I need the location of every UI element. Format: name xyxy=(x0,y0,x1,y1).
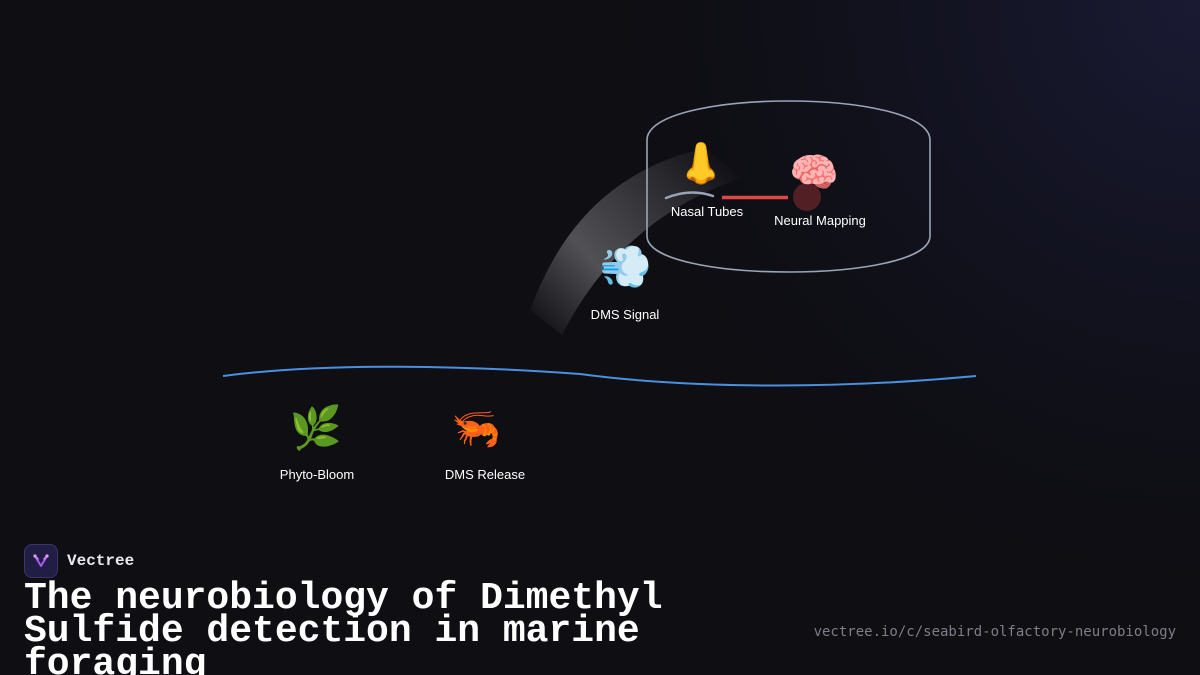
page-title: The neurobiology of Dimethyl Sulfide det… xyxy=(24,577,663,675)
scent-plume xyxy=(530,148,742,335)
dash-wind-icon: 💨 xyxy=(599,242,653,291)
brain-icon: 🧠 xyxy=(789,150,839,196)
herb-icon: 🌿 xyxy=(289,403,343,452)
nasal-tube-arc xyxy=(664,191,715,200)
phyto-bloom-label: Phyto-Bloom xyxy=(279,467,355,482)
dms-signal-label: DMS Signal xyxy=(590,307,660,322)
neural-mapping-label: Neural Mapping xyxy=(774,213,866,228)
sea-surface-line xyxy=(222,365,977,387)
shrimp-icon: 🦐 xyxy=(451,406,501,452)
vectree-logo-icon xyxy=(24,544,58,578)
source-url: vectree.io/c/seabird-olfactory-neurobiol… xyxy=(813,624,1176,640)
dms-release-label: DMS Release xyxy=(444,467,526,482)
nose-icon: 👃 xyxy=(676,141,726,187)
nasal-tubes-label: Nasal Tubes xyxy=(670,204,744,219)
olfactory-system-outline xyxy=(646,100,931,273)
neural-node xyxy=(793,183,821,211)
brand-name: Vectree xyxy=(67,552,135,570)
brand: Vectree xyxy=(24,544,134,578)
vectree-logo-mark xyxy=(33,554,49,567)
